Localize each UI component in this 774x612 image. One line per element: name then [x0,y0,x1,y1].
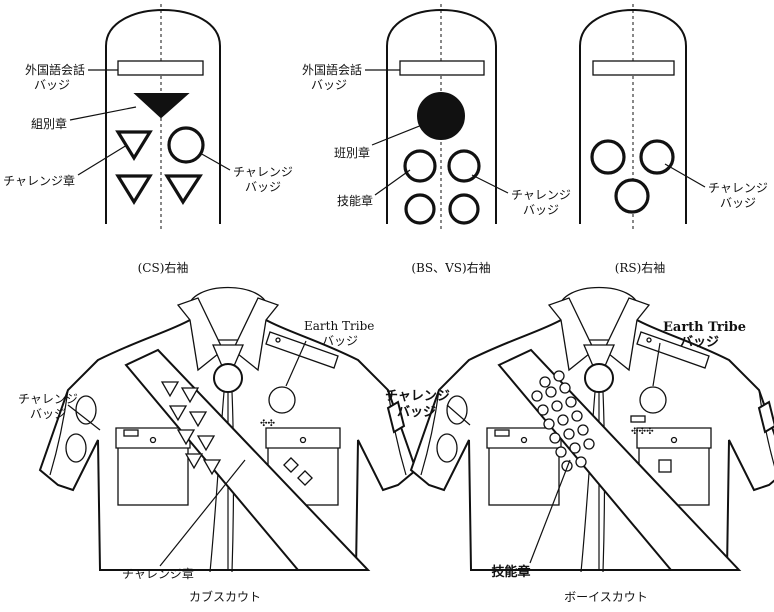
boy-star-insignia: ✣✣✣ [631,427,654,437]
cs-group-badge-label: 組別章 [31,116,67,131]
bs-vs-sleeve: 外国語会話バッジ 班別章 技能章 チャレンジバッジ (BS、VS)右袖 [302,4,571,275]
boy-caption: ボーイスカウト [564,590,648,604]
cub-challenge-badge-label: チャレンジバッジ [18,392,78,421]
bs-patrol-badge-label: 班別章 [334,145,370,160]
bs-skill-badge-label: 技能章 [337,193,373,208]
bs-foreign-badge-label: 外国語会話バッジ [302,62,362,92]
bs-challenge-badge-label: チャレンジバッジ [511,188,571,217]
rs-challenge-badge-label: チャレンジバッジ [708,181,768,210]
cs-challenge-insignia-label: チャレンジ章 [3,173,75,188]
cub-challenge-insignia-label: チャレンジ章 [122,566,194,581]
cub-star-insignia: ✣✣ [260,419,276,429]
cub-caption: カブスカウト [189,589,261,604]
cs-sleeve: 外国語会話バッジ 組別章 チャレンジ章 チャレンジバッジ (CS)右袖 [3,4,293,275]
cs-challenge-badge-label: チャレンジバッジ [233,165,293,194]
cs-caption: (CS)右袖 [138,260,189,275]
boy-skill-badge-label: 技能章 [491,564,530,580]
cs-foreign-badge-label: 外国語会話バッジ [25,62,85,92]
rs-caption: (RS)右袖 [615,260,666,275]
rs-sleeve: チャレンジバッジ (RS)右袖 [579,4,768,275]
bs-vs-caption: (BS、VS)右袖 [411,260,490,275]
boy-challenge-badge-label: チャレンジバッジ [385,389,450,420]
